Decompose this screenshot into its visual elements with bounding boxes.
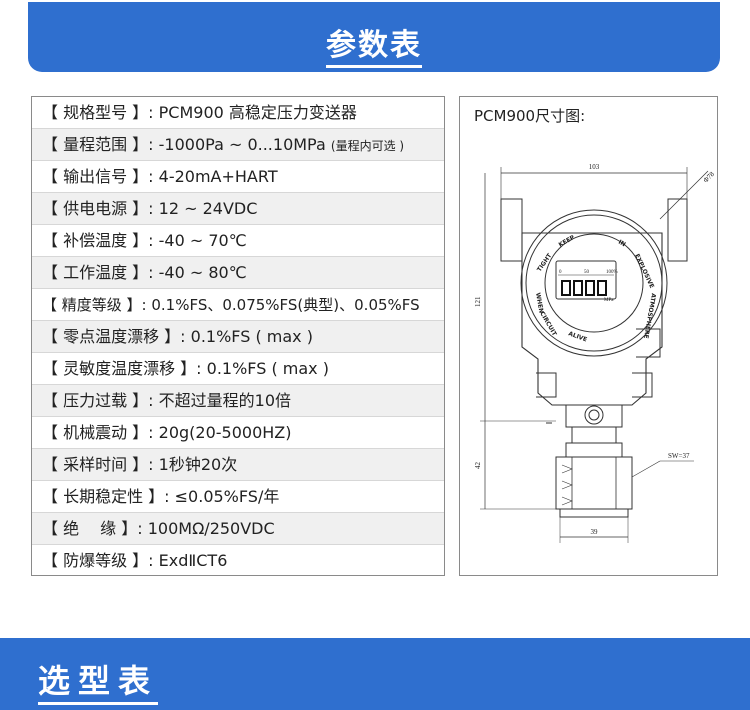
spec-range-note: (量程内可选 ): [330, 139, 405, 153]
dim-height-label: 121: [474, 296, 482, 307]
spec-row-explosion: 【 防爆等级 】: ExdⅡCT6: [42, 551, 228, 570]
ring-text-tight: TIGHT: [536, 252, 554, 273]
header-banner: 参数表: [28, 2, 720, 72]
spec-row-work-temp: 【 工作温度 】: -40 ~ 80℃: [32, 257, 444, 289]
ring-text-explosive: EXPLOSIVE: [633, 253, 655, 290]
spec-row-power: 【 供电电源 】: 12 ~ 24VDC: [32, 193, 444, 225]
transmitter-drawing: 103 Φ78 121 42 SW=37 39 0 50 100% MPa KE…: [474, 163, 717, 543]
spec-row-range: 【 量程范围 】: -1000Pa ~ 0...10MPa (量程内可选 ): [32, 129, 444, 161]
section-title: 选型表: [38, 656, 159, 705]
spec-row-comp-temp: 【 补偿温度 】: -40 ~ 70℃: [32, 225, 444, 257]
dimension-drawing: PCM900尺寸图:: [459, 96, 718, 576]
lcd-scale-50: 50: [584, 270, 590, 275]
lcd-scale-100: 100%: [606, 270, 618, 275]
spec-row-accuracy: 【 精度等级 】: 0.1%FS、0.075%FS(典型)、0.05%FS: [32, 289, 444, 321]
dim-base-label: 39: [591, 528, 599, 536]
spec-row-overload: 【 压力过载 】: 不超过量程的10倍: [32, 385, 444, 417]
footer-banner: 选型表: [0, 638, 750, 710]
spec-row-insulation: 【 绝 缘 】: 100MΩ/250VDC: [32, 513, 444, 545]
page-title: 参数表: [28, 20, 720, 68]
ring-text-keep: KEEP: [558, 234, 577, 249]
lcd-unit: MPa: [604, 298, 614, 303]
lcd-scale-0: 0: [559, 270, 562, 275]
drawing-title: PCM900尺寸图:: [474, 107, 586, 125]
spec-row-stability: 【 长期稳定性 】: ≤0.05%FS/年: [32, 481, 444, 513]
spec-row-zero-drift: 【 零点温度漂移 】: 0.1%FS ( max ): [32, 321, 444, 353]
spec-row-sens-drift: 【 灵敏度温度漂移 】: 0.1%FS ( max ): [32, 353, 444, 385]
ring-text-alive: ALIVE: [567, 330, 588, 343]
ring-text-in: IN: [617, 239, 627, 249]
dim-fitting-label: 42: [474, 462, 482, 470]
dim-hex-label: SW=37: [668, 452, 690, 460]
ring-text-atmosphere: ATMOSPHERE: [642, 293, 657, 339]
spec-table: 【 规格型号 】: PCM900 高稳定压力变送器 【 量程范围 】: -100…: [31, 96, 445, 576]
spec-row-model: 【 规格型号 】: PCM900 高稳定压力变送器: [32, 97, 444, 129]
spec-row-vibration: 【 机械震动 】: 20g(20-5000HZ): [32, 417, 444, 449]
dim-diameter-label: Φ78: [702, 170, 717, 185]
spec-row-sampling: 【 采样时间 】: 1秒钟20次: [32, 449, 444, 481]
spec-row-output: 【 输出信号 】: 4-20mA+HART: [32, 161, 444, 193]
ring-text-when: WHEN: [534, 292, 544, 314]
dim-width-label: 103: [589, 163, 600, 171]
